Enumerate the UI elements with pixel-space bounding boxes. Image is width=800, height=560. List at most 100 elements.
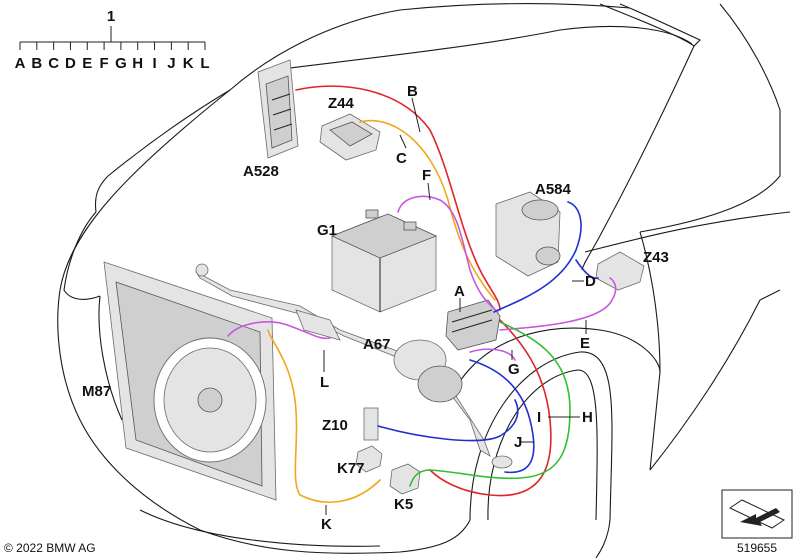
label-a528: A528	[243, 163, 279, 180]
z44-top	[329, 121, 373, 147]
wire-labels: B C F D E G L I H J K	[320, 83, 596, 533]
component-m87-fan	[103, 261, 277, 501]
wire-f-magenta	[227, 195, 617, 361]
battery-terminal	[365, 209, 379, 219]
label-wire-g: G	[508, 361, 520, 378]
label-z44: Z44	[328, 95, 355, 112]
a-unit-rib	[451, 309, 493, 323]
direction-icon-arrow	[740, 508, 780, 526]
label-wire-l: L	[320, 374, 329, 391]
windshield-pillar	[581, 45, 695, 271]
index-letter: F	[100, 55, 109, 72]
index-letter: A	[15, 55, 26, 72]
rack-tie-rod-end-right	[491, 455, 513, 469]
index-letter: C	[48, 55, 59, 72]
roof-line	[639, 3, 781, 233]
battery-terminal	[403, 221, 417, 231]
component-z43	[595, 251, 645, 291]
component-a67-steering-rack	[195, 263, 513, 469]
label-wire-k: K	[321, 516, 332, 533]
component-k77	[355, 445, 383, 473]
component-g1	[330, 209, 438, 313]
component-a584	[495, 191, 561, 277]
wheel-inner	[487, 369, 598, 521]
label-wire-e: E	[580, 335, 590, 352]
label-k77: K77	[337, 460, 365, 477]
hood-left-edge	[94, 89, 231, 213]
grille-inner	[98, 295, 123, 421]
component-labels: A528 Z44 G1 A584 Z43 A A67 M87 Z10 K77 K…	[82, 95, 669, 513]
door-line	[649, 289, 781, 471]
component-z44	[319, 113, 381, 161]
wire-b-red	[295, 85, 552, 497]
wire-blue	[377, 201, 599, 474]
index-letter: G	[115, 55, 127, 72]
label-a: A	[454, 283, 465, 300]
index-letter: L	[200, 55, 209, 72]
view-direction-icon	[721, 489, 793, 539]
z43-housing	[595, 251, 645, 291]
label-wire-c: C	[396, 150, 407, 167]
copyright-text: © 2022 BMW AG	[4, 541, 96, 555]
lower-bumper	[139, 509, 381, 547]
wheel-arch	[449, 327, 661, 401]
leader-b	[411, 97, 421, 133]
wire-c-orange	[267, 119, 496, 503]
index-letter: E	[82, 55, 92, 72]
label-a584: A584	[535, 181, 572, 198]
label-k5: K5	[394, 496, 413, 513]
fan-hub	[197, 387, 223, 413]
index-letter: J	[167, 55, 175, 72]
leader-f	[427, 182, 431, 201]
index-letter: D	[65, 55, 76, 72]
wheel-outer	[469, 351, 613, 559]
index-letter: B	[31, 55, 42, 72]
label-m87: M87	[82, 383, 111, 400]
component-z10	[363, 407, 379, 441]
label-wire-d: D	[585, 273, 596, 290]
label-wire-f: F	[422, 167, 431, 184]
rack-tie-rod-end	[195, 263, 209, 277]
index-letter: H	[132, 55, 143, 72]
car-body-outline	[57, 3, 791, 559]
label-z10: Z10	[322, 417, 348, 434]
label-g1: G1	[317, 222, 337, 239]
wiring-harness	[227, 85, 617, 503]
headlight-area	[63, 211, 101, 300]
a67-gearbox	[417, 365, 463, 403]
k77-housing	[355, 445, 383, 473]
hood-outline	[59, 3, 631, 291]
component-a528	[257, 59, 299, 159]
a-unit-housing	[445, 299, 501, 351]
label-z43: Z43	[643, 249, 669, 266]
bumper-outline	[57, 289, 471, 554]
rack-boot	[295, 309, 341, 341]
a528-rib	[272, 108, 292, 116]
a584-motor	[535, 246, 561, 266]
label-wire-j: J	[514, 434, 522, 451]
k5-housing	[389, 463, 421, 495]
index-number: 1	[107, 8, 115, 25]
label-wire-h: H	[582, 409, 593, 426]
a528-face	[265, 75, 293, 149]
wire-h-green	[409, 321, 571, 487]
index-letter: I	[152, 55, 156, 72]
leader-lines	[323, 97, 587, 515]
component-a	[445, 299, 501, 351]
a528-rib	[273, 123, 293, 131]
a-unit-rib	[451, 319, 493, 333]
a528-rib	[271, 93, 291, 101]
z10-housing	[363, 407, 379, 441]
a584-reservoir	[521, 199, 559, 221]
label-a67: A67	[363, 336, 391, 353]
leader-c	[399, 134, 407, 149]
image-number: 519655	[737, 541, 777, 555]
component-k5	[389, 463, 421, 495]
label-wire-i: I	[537, 409, 541, 426]
label-wire-b: B	[407, 83, 418, 100]
hood-front-edge	[257, 25, 693, 73]
